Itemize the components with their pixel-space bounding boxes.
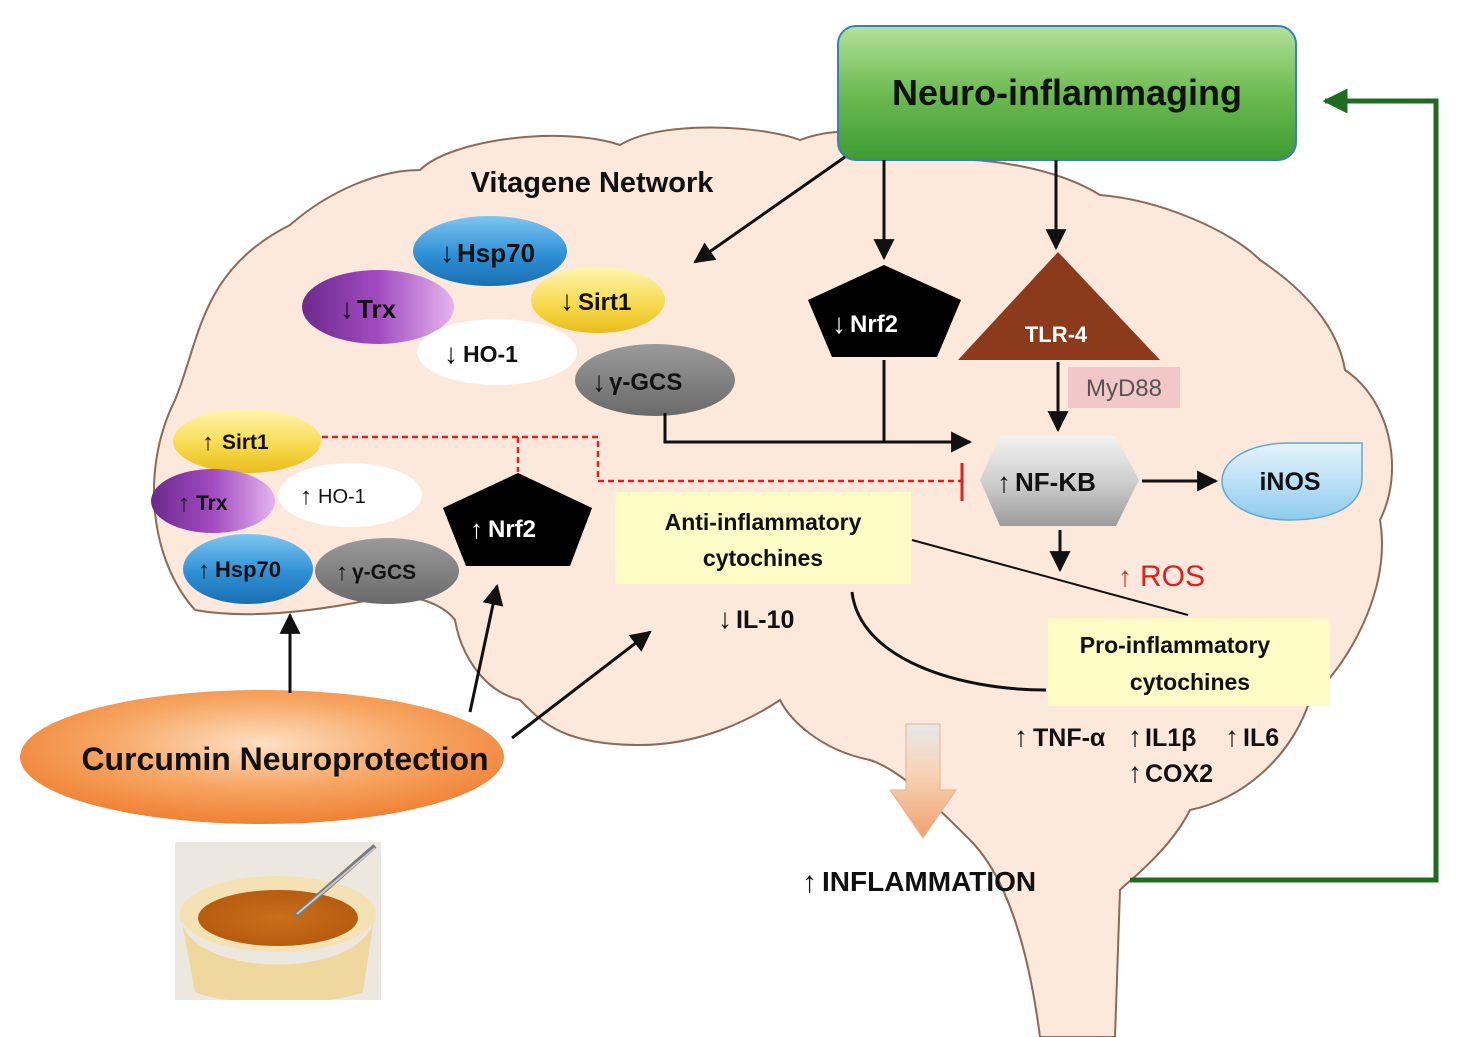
pro-inflammatory-line1: Pro-inflammatory: [1080, 632, 1271, 658]
nrf2-down-label: Nrf2: [850, 311, 898, 338]
ygcs-up-arrow: ↑: [336, 559, 348, 586]
title-label: Neuro-inflammaging: [892, 72, 1242, 113]
curcumin-label: Curcumin Neuroprotection: [81, 741, 488, 777]
hsp70-up-label: Hsp70: [215, 557, 281, 582]
ho1-up-label: HO-1: [318, 486, 366, 508]
il10-arrow: ↓: [718, 603, 732, 634]
sirt1-down-label: Sirt1: [578, 289, 631, 316]
arrow-to-vitagene: [693, 155, 846, 264]
pro-inflammatory-box: [1048, 618, 1330, 706]
nfkb-hexagon: [980, 436, 1139, 526]
tlr4-triangle: [958, 252, 1160, 360]
il1b-label: IL1β: [1145, 724, 1196, 752]
nrf2-up-pentagon: [443, 473, 592, 566]
nrf2-down-arrow: ↓: [832, 308, 846, 339]
hsp70-up-arrow: ↑: [198, 557, 210, 584]
hsp70-down-label: Hsp70: [457, 238, 535, 268]
inflammation-label: INFLAMMATION: [822, 866, 1036, 897]
curve-anti-to-pro: [850, 591, 1047, 692]
line-anti-to-pro: [911, 539, 1189, 616]
inhibition-connector: [322, 435, 962, 483]
trx-down-label: Trx: [357, 294, 397, 324]
arrow-curcumin-to-nrf2: [468, 583, 504, 713]
anti-inflammatory-box: [615, 492, 911, 584]
hsp70-down-arrow: ↓: [440, 237, 454, 268]
trx-down-oval: [302, 270, 454, 344]
curcumin-bowl-photo: [175, 842, 381, 1000]
sirt1-up-arrow: ↑: [202, 429, 214, 456]
ygcs-down-oval: [575, 344, 735, 416]
nrf2-down-pentagon: [808, 265, 961, 357]
ygcs-down-arrow: ↓: [592, 366, 606, 397]
anti-inflammatory-line2: cytochines: [703, 545, 823, 571]
arrow-curcumin-to-anti: [511, 630, 652, 740]
vitagene-network-title: Vitagene Network: [471, 167, 715, 199]
ho1-down-arrow: ↓: [444, 338, 458, 369]
neuro-inflammaging-box: [837, 25, 1297, 161]
ho1-up-oval: [278, 463, 422, 527]
ygcs-down-label: γ-GCS: [609, 369, 682, 396]
nrf2-up-arrow: ↑: [470, 514, 483, 544]
pro-inflammatory-line2: cytochines: [1130, 669, 1250, 695]
tlr4-label: TLR-4: [1025, 322, 1088, 347]
trx-up-oval: [151, 469, 275, 533]
sirt1-up-oval: [173, 409, 321, 473]
connectors: [279, 155, 1219, 740]
inos-label: iNOS: [1259, 468, 1320, 496]
ros-arrow: ↑: [1118, 561, 1132, 592]
cox2-label: COX2: [1145, 760, 1213, 788]
sirt1-up-label: Sirt1: [222, 431, 269, 454]
tnfa-label: TNF-α: [1033, 724, 1106, 752]
ygcs-up-oval: [315, 538, 459, 604]
inflammation-block-arrow: [889, 723, 957, 839]
feedback-arrow: [1130, 88, 1439, 883]
cox2-arrow: ↑: [1128, 757, 1142, 788]
ros-label: ROS: [1140, 560, 1205, 593]
nfkb-label: NF-KB: [1015, 467, 1096, 497]
line-ygcs-to-nfkb: [663, 413, 973, 453]
inos-shape: [1221, 442, 1363, 521]
inflammation-arrow: ↑: [802, 866, 817, 899]
trx-down-arrow: ↓: [340, 293, 354, 324]
il6-arrow: ↑: [1225, 721, 1239, 752]
turmeric-bowl-icon: [175, 842, 381, 1000]
myd88-box: [1068, 367, 1180, 408]
inhibition-dashed-line: [322, 435, 962, 483]
myd88-label: MyD88: [1086, 375, 1162, 402]
anti-inflammatory-line1: Anti-inflammatory: [665, 509, 862, 535]
il1b-arrow: ↑: [1128, 721, 1142, 752]
hsp70-up-oval: [183, 534, 313, 604]
ho1-up-arrow: ↑: [300, 483, 312, 510]
ho1-down-label: HO-1: [463, 341, 518, 367]
ho1-down-oval: [417, 319, 577, 385]
il6-label: IL6: [1243, 724, 1279, 752]
sirt1-down-arrow: ↓: [560, 285, 574, 316]
il10-label: IL-10: [736, 606, 794, 634]
nrf2-up-label: Nrf2: [488, 516, 536, 543]
tnfa-arrow: ↑: [1014, 721, 1028, 752]
trx-up-label: Trx: [196, 492, 228, 515]
ygcs-up-label: γ-GCS: [352, 561, 416, 584]
trx-up-arrow: ↑: [178, 490, 190, 517]
sirt1-down-oval: [531, 267, 665, 333]
nfkb-arrow: ↑: [997, 467, 1011, 498]
curcumin-ellipse: [20, 690, 504, 824]
hsp70-down-oval: [413, 216, 567, 286]
